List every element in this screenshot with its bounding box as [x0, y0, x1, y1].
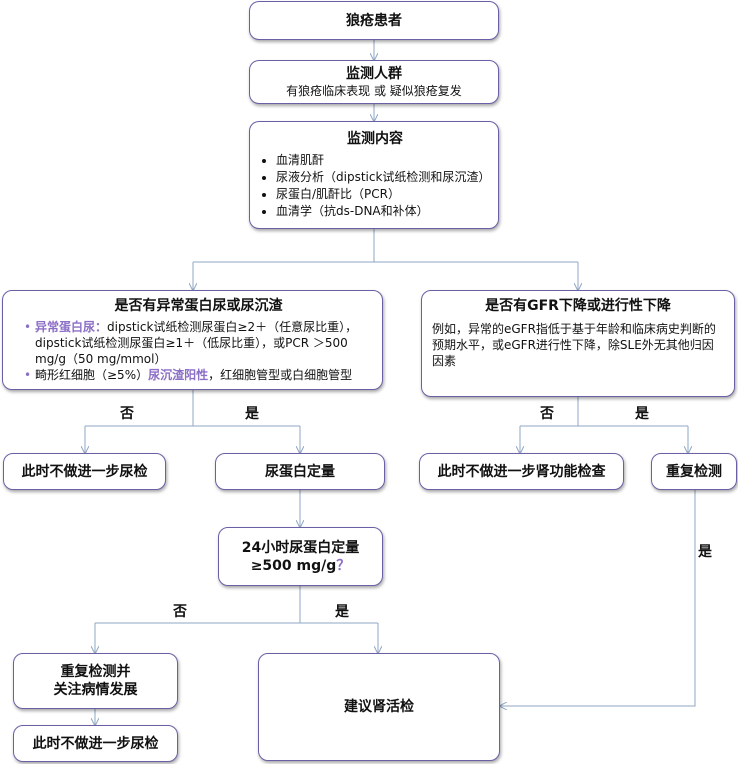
highlight-text: 异常蛋白尿： — [35, 320, 108, 334]
list-item: 异常蛋白尿：dipstick试纸检测尿蛋白≥2＋（任意尿比重），dipstick… — [24, 319, 374, 367]
item-text: 畸形红细胞（≥5%） — [35, 368, 149, 382]
node-title: 重复检测 — [666, 463, 722, 480]
node-no-further-urine-final: 此时不做进一步尿检 — [13, 725, 178, 762]
node-line2: 关注病情发展 — [53, 682, 138, 698]
node-title: 此时不做进一步肾功能检查 — [437, 463, 606, 480]
node-monitor-content: 监测内容 血清肌酐 尿液分析（dipstick试纸检测和尿沉渣） 尿蛋白/肌酐比… — [249, 121, 499, 229]
edge-label-yes: 是 — [245, 406, 259, 422]
node-title: 是否有GFR下降或进行性下降 — [485, 298, 671, 314]
edge-label-no: 否 — [173, 604, 187, 620]
threshold-text: ≥500 mg/g — [250, 557, 337, 574]
node-line1: 24小时尿蛋白定量 — [241, 539, 360, 556]
node-quantify-protein: 尿蛋白定量 — [215, 453, 385, 490]
question-mark: ？ — [336, 557, 351, 574]
list-item: 尿液分析（dipstick试纸检测和尿沉渣） — [276, 169, 490, 186]
node-gfr-decline: 是否有GFR下降或进行性下降 例如，异常的eGFR指低于基于年龄和临床病史判断的… — [421, 290, 735, 397]
item-text: dipstick试纸检测尿蛋白≥2＋（任意尿比重），dipstick试纸检测尿蛋… — [35, 320, 358, 366]
edge-gfr-split — [520, 397, 688, 427]
node-no-further-urine: 此时不做进一步尿检 — [3, 453, 166, 490]
node-title: 尿蛋白定量 — [265, 463, 335, 480]
node-title: 是否有异常蛋白尿或尿沉渣 — [114, 298, 283, 314]
edge-label-no: 否 — [540, 406, 554, 422]
monitor-items-list: 血清肌酐 尿液分析（dipstick试纸检测和尿沉渣） 尿蛋白/肌酐比（PCR）… — [262, 152, 490, 220]
list-item: 畸形红细胞（≥5%）尿沉渣阳性，红细胞管型或白细胞管型 — [24, 367, 374, 383]
edge-label-yes: 是 — [698, 544, 712, 560]
node-sle-patient: 狼疮患者 — [249, 1, 499, 40]
node-line1: 重复检测并 — [60, 664, 131, 680]
edge-urine-split — [85, 390, 300, 427]
node-title: 狼疮患者 — [346, 12, 402, 29]
edge-label-no: 否 — [120, 406, 134, 422]
edge-label-yes: 是 — [335, 604, 349, 620]
node-title: 建议肾活检 — [344, 699, 414, 715]
edge-label-yes: 是 — [635, 406, 649, 422]
highlight-text: 尿沉渣阳性 — [148, 368, 209, 382]
node-text: 例如，异常的eGFR指低于基于年龄和临床病史判断的预期水平，或eGFR进行性下降… — [432, 322, 716, 368]
node-monitor-population: 监测人群 有狼疮临床表现 或 疑似狼疮复发 — [249, 60, 499, 104]
node-repeat-follow: 重复检测并 关注病情发展 — [13, 653, 178, 709]
node-protein-24h: 24小时尿蛋白定量 ≥500 mg/g？ — [218, 527, 383, 586]
list-item: 血清学（抗ds-DNA和补体） — [276, 203, 488, 220]
node-title: 此时不做进一步尿检 — [32, 735, 159, 752]
node-renal-biopsy: 建议肾活检 — [258, 653, 500, 761]
edge-24h-split — [95, 586, 378, 624]
node-abnormal-urine: 是否有异常蛋白尿或尿沉渣 异常蛋白尿：dipstick试纸检测尿蛋白≥2＋（任意… — [2, 290, 383, 390]
node-title: 监测人群 — [346, 66, 402, 82]
abnormal-urine-list: 异常蛋白尿：dipstick试纸检测尿蛋白≥2＋（任意尿比重），dipstick… — [23, 319, 374, 383]
node-line2: ≥500 mg/g？ — [251, 557, 351, 575]
list-item: 尿蛋白/肌酐比（PCR） — [276, 186, 488, 203]
edge-repeat-to-biopsy — [500, 490, 696, 706]
node-repeat-test: 重复检测 — [651, 453, 737, 490]
node-subtitle: 有狼疮临床表现 或 疑似狼疮复发 — [286, 84, 462, 98]
node-title: 监测内容 — [347, 131, 403, 147]
edge-content-split — [193, 229, 578, 263]
item-text: ，红细胞管型或白细胞管型 — [208, 368, 353, 382]
node-no-further-renal: 此时不做进一步肾功能检查 — [419, 453, 624, 490]
node-title: 此时不做进一步尿检 — [21, 463, 148, 480]
list-item: 血清肌酐 — [276, 152, 488, 169]
